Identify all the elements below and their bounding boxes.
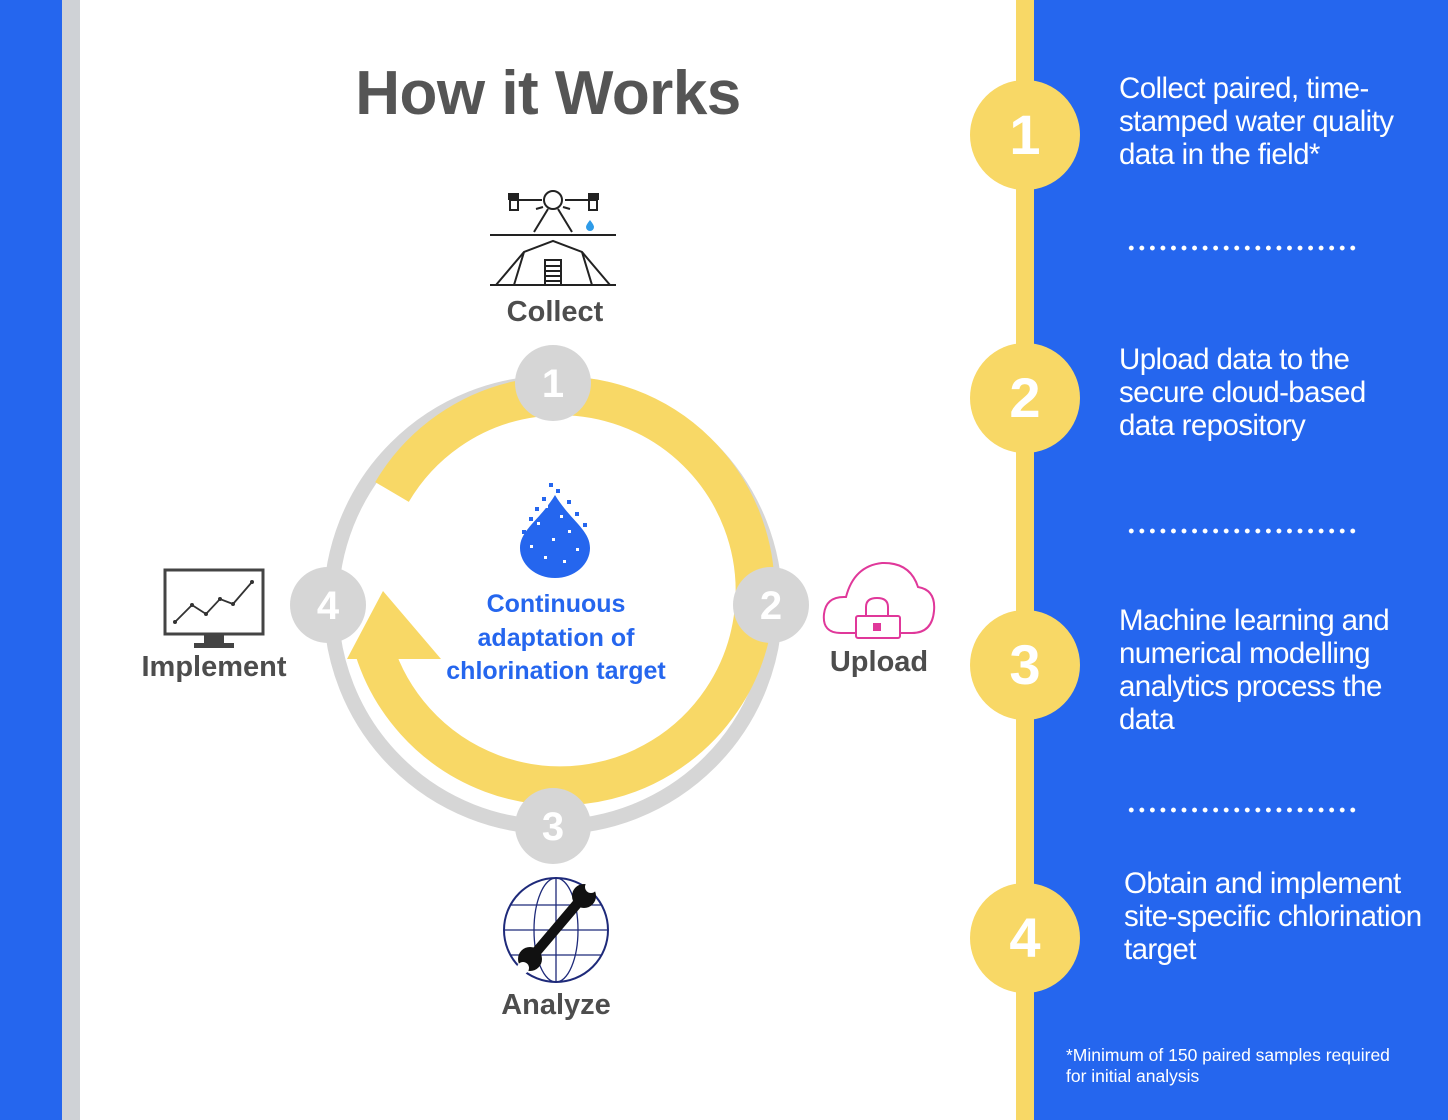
step-1-badge: 1 xyxy=(970,80,1080,190)
cycle-center-text: Continuous adaptation of chlorination ta… xyxy=(446,590,666,685)
label-implement: Implement xyxy=(141,651,287,683)
node-4-label: 4 xyxy=(317,584,340,628)
timeline-line xyxy=(1016,0,1034,1120)
page-title: How it Works xyxy=(355,59,741,128)
step-1-text: Collect paired, time-stamped water quali… xyxy=(1119,72,1394,171)
label-collect: Collect xyxy=(506,296,604,328)
step-4-badge: 4 xyxy=(970,883,1080,993)
node-2: 2 xyxy=(733,567,809,643)
label-upload: Upload xyxy=(829,646,929,678)
monitor-chart-icon xyxy=(163,568,265,648)
node-1-label: 1 xyxy=(542,362,564,406)
step-4-text: Obtain and implement site-specific chlor… xyxy=(1124,867,1422,966)
step-3-text: Machine learning and numerical modelling… xyxy=(1119,604,1390,736)
drone-tent-icon xyxy=(490,190,616,286)
globe-wrench-icon xyxy=(503,877,609,983)
label-analyze: Analyze xyxy=(501,989,611,1021)
step-separator xyxy=(1126,245,1358,251)
step-2-text: Upload data to the secure cloud-based da… xyxy=(1119,343,1366,442)
step-separator xyxy=(1126,807,1358,813)
step-separator xyxy=(1126,528,1358,534)
cycle-arrowhead xyxy=(347,591,441,659)
footnote: *Minimum of 150 paired samples required … xyxy=(1066,1045,1390,1086)
node-3-label: 3 xyxy=(542,805,564,849)
step-3-badge: 3 xyxy=(970,610,1080,720)
pixel-droplet-icon xyxy=(520,483,590,578)
node-2-label: 2 xyxy=(760,584,782,628)
node-1: 1 xyxy=(515,345,591,421)
node-3: 3 xyxy=(515,788,591,864)
cloud-lock-icon xyxy=(822,561,936,639)
left-gray-stripe xyxy=(62,0,80,1120)
step-2-badge: 2 xyxy=(970,343,1080,453)
node-4: 4 xyxy=(290,567,366,643)
